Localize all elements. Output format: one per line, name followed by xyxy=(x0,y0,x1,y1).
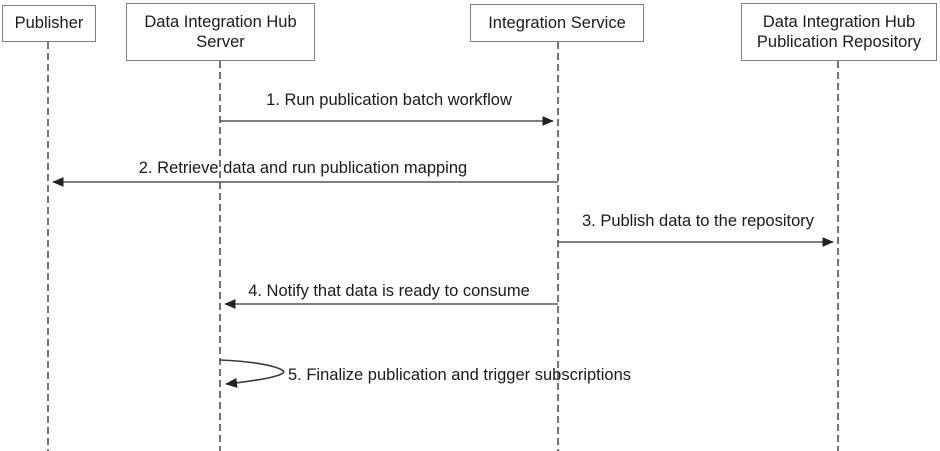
participant-label-integration-service: Integration Service xyxy=(488,13,626,32)
messages-group xyxy=(52,116,834,388)
participant-label-publisher: Publisher xyxy=(14,14,84,33)
message-label-2: 2. Retrieve data and run publication map… xyxy=(138,159,468,177)
message-label-3: 3. Publish data to the repository xyxy=(581,212,815,230)
participant-box-integration-service[interactable]: Integration Service xyxy=(470,4,644,42)
message-label-5: 5. Finalize publication and trigger subs… xyxy=(288,366,632,384)
participant-box-publication-repository[interactable]: Data Integration Hub Publication Reposit… xyxy=(741,3,937,61)
message-label-1: 1. Run publication batch workflow xyxy=(266,91,512,109)
message-label-4: 4. Notify that data is ready to consume xyxy=(248,282,530,300)
message-arrow-5-self-loop xyxy=(219,359,285,388)
lifelines-group xyxy=(47,42,839,451)
participant-box-publisher[interactable]: Publisher xyxy=(2,5,96,42)
participant-label-dih-server: Data Integration Hub Server xyxy=(144,12,297,51)
participant-box-dih-server[interactable]: Data Integration Hub Server xyxy=(126,3,315,61)
participant-label-publication-repository: Data Integration Hub Publication Reposit… xyxy=(756,12,922,51)
